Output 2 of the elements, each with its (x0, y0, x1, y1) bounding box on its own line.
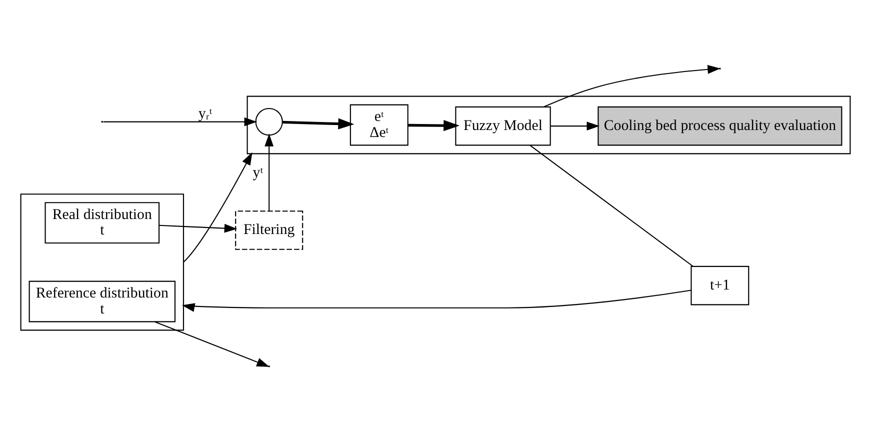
edge-label: yᵣᵗ (198, 106, 212, 122)
edge-label: yᵗ (252, 165, 264, 182)
